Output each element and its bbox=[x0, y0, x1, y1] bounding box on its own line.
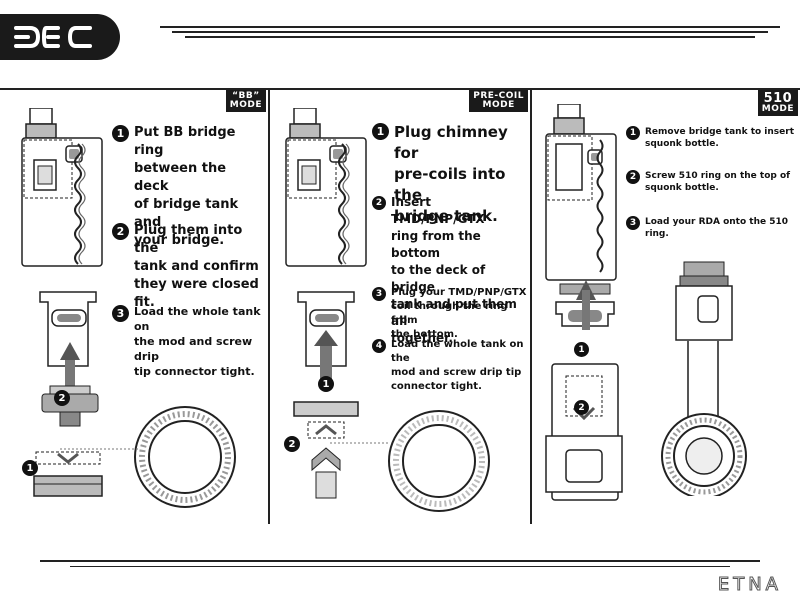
mode-badge: 510 MODE bbox=[757, 90, 798, 116]
step-1: 1 Remove bridge tank to insert squonk bo… bbox=[626, 126, 798, 150]
dec-logo bbox=[0, 14, 120, 60]
panel-510-mode: 510 MODE 1 Remove bridge tank to insert … bbox=[532, 88, 800, 524]
mode-label: 510 bbox=[763, 91, 793, 106]
mode-badge: PRE-COIL MODE bbox=[469, 90, 528, 112]
squonk-bottle-assembly-icon bbox=[545, 280, 623, 501]
pre-coil-assembly-icon bbox=[293, 291, 359, 499]
header-rule bbox=[160, 26, 780, 46]
step-number-badge: 3 bbox=[626, 216, 640, 230]
step-number-badge: 3 bbox=[112, 305, 129, 322]
callout-badge: 2 bbox=[574, 400, 589, 415]
step-text: Put BB bridge ring between the deck of b… bbox=[134, 125, 239, 248]
callout-badge: 1 bbox=[318, 376, 334, 392]
panel-pre-coil-mode: PRE-COIL MODE 1 Plug chimney for pre-coi… bbox=[270, 88, 532, 524]
step-3: 3 Load the whole tank on the mod and scr… bbox=[112, 304, 268, 379]
rda-on-510-ring-icon bbox=[661, 261, 747, 496]
step-2: 2 Screw 510 ring on the top of squonk bo… bbox=[626, 170, 798, 194]
vape-mod-icon bbox=[285, 108, 367, 267]
step-number-badge: 2 bbox=[626, 170, 640, 184]
step-1: 1 Plug chimney for pre-coils into the br… bbox=[372, 122, 528, 227]
pre-coil-ring-icon bbox=[388, 410, 490, 512]
mode-sub-label: MODE bbox=[761, 104, 794, 114]
bb-bridge-ring-icon bbox=[134, 406, 236, 508]
step-number-badge: 4 bbox=[372, 339, 386, 353]
step-number-badge: 1 bbox=[626, 126, 640, 140]
callout-badge: 1 bbox=[574, 342, 589, 357]
mode-badge: “BB” MODE bbox=[225, 90, 266, 112]
step-text: Load the whole tank on the mod and screw… bbox=[134, 305, 261, 378]
step-text: Screw 510 ring on the top of squonk bott… bbox=[645, 171, 791, 193]
callout-badge: 2 bbox=[284, 436, 300, 452]
brand-logo: ETNA bbox=[717, 574, 782, 596]
step-number-badge: 1 bbox=[372, 123, 389, 140]
vape-mod-icon bbox=[545, 104, 617, 281]
footer-rule bbox=[70, 566, 730, 567]
mode-label: PRE-COIL bbox=[473, 91, 524, 101]
step-text: Insert TMD/PNP/GTX ring from the bottom … bbox=[391, 195, 517, 345]
step-text: Load the whole tank on the mod and screw… bbox=[391, 339, 524, 392]
step-number-badge: 2 bbox=[372, 196, 386, 210]
step-number-badge: 3 bbox=[372, 287, 386, 301]
footer-rule bbox=[40, 560, 760, 562]
vape-mod-icon bbox=[21, 108, 103, 267]
mode-sub-label: MODE bbox=[229, 100, 262, 110]
step-3: 3 Plug your TMD/PNP/GTX coil through the… bbox=[372, 286, 530, 342]
step-text: Plug your TMD/PNP/GTX coil through the r… bbox=[391, 287, 527, 340]
step-number-badge: 2 bbox=[112, 223, 129, 240]
step-1: 1 Put BB bridge ring between the deck of… bbox=[112, 124, 264, 250]
step-text: Plug them into the tank and confirm they… bbox=[134, 223, 259, 310]
callout-badge: 1 bbox=[22, 460, 38, 476]
callout-badge: 2 bbox=[54, 390, 70, 406]
step-text: Plug chimney for pre-coils into the brid… bbox=[394, 123, 508, 225]
step-2: 2 Insert TMD/PNP/GTX ring from the botto… bbox=[372, 194, 528, 347]
step-4: 4 Load the whole tank on the mod and scr… bbox=[372, 338, 530, 394]
step-3: 3 Load your RDA onto the 510 ring. bbox=[626, 216, 798, 240]
bridge-tank-assembly-icon bbox=[33, 291, 103, 497]
step-text: Remove bridge tank to insert squonk bott… bbox=[645, 127, 795, 149]
panel-bb-mode: “BB” MODE 1 Put BB bridge ring between t… bbox=[0, 88, 270, 524]
step-text: Load your RDA onto the 510 ring. bbox=[645, 217, 789, 239]
mode-label: “BB” bbox=[232, 91, 260, 101]
step-2: 2 Plug them into the tank and confirm th… bbox=[112, 222, 268, 312]
step-number-badge: 1 bbox=[112, 125, 129, 142]
mode-sub-label: MODE bbox=[482, 100, 515, 110]
